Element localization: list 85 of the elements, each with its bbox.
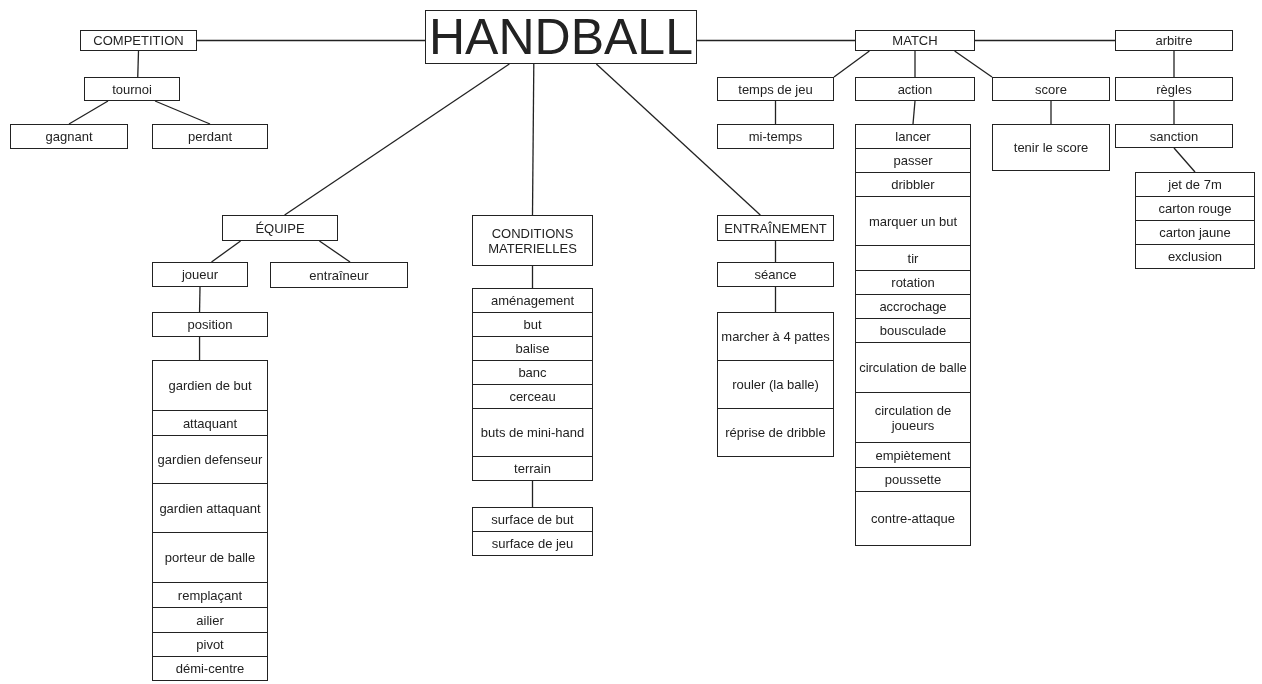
- title-box: HANDBALL: [425, 10, 697, 64]
- concept-box: bousculade: [855, 318, 971, 343]
- concept-box: balise: [472, 336, 593, 361]
- concept-box: temps de jeu: [717, 77, 834, 101]
- concept-box: empiètement: [855, 442, 971, 468]
- concept-box: joueur: [152, 262, 248, 287]
- concept-box: ailier: [152, 607, 268, 633]
- concept-box: carton jaune: [1135, 220, 1255, 245]
- connector-line: [595, 63, 761, 216]
- concept-box: CONDITIONS MATERIELLES: [472, 215, 593, 266]
- connector-line: [774, 100, 777, 125]
- concept-box: réprise de dribble: [717, 408, 834, 457]
- concept-box: pivot: [152, 632, 268, 657]
- concept-box: rouler (la balle): [717, 360, 834, 409]
- connector-line: [914, 50, 916, 78]
- concept-box: position: [152, 312, 268, 337]
- connector-line: [1173, 100, 1175, 125]
- connector-line: [833, 50, 871, 78]
- concept-box: mi-temps: [717, 124, 834, 149]
- concept-box: contre-attaque: [855, 491, 971, 546]
- concept-box: lancer: [855, 124, 971, 149]
- concept-box: porteur de balle: [152, 532, 268, 583]
- connector-line: [198, 286, 201, 313]
- connector-line: [196, 39, 426, 42]
- concept-box: cerceau: [472, 384, 593, 409]
- connector-line: [198, 336, 201, 361]
- concept-box: terrain: [472, 456, 593, 481]
- concept-box: séance: [717, 262, 834, 287]
- concept-box: tenir le score: [992, 124, 1110, 171]
- concept-box: gardien de but: [152, 360, 268, 411]
- concept-box: remplaçant: [152, 582, 268, 608]
- connector-line: [68, 100, 109, 125]
- connector-line: [696, 39, 856, 42]
- concept-box: marcher à 4 pattes: [717, 312, 834, 361]
- concept-box: marquer un but: [855, 196, 971, 246]
- concept-box: gardien defenseur: [152, 435, 268, 484]
- concept-box: buts de mini-hand: [472, 408, 593, 457]
- concept-box: score: [992, 77, 1110, 101]
- concept-box: arbitre: [1115, 30, 1233, 51]
- connector-line: [1173, 50, 1175, 78]
- concept-box: règles: [1115, 77, 1233, 101]
- connector-line: [974, 39, 1116, 42]
- concept-box: banc: [472, 360, 593, 385]
- concept-box: accrochage: [855, 294, 971, 319]
- concept-box: but: [472, 312, 593, 337]
- concept-box: surface de jeu: [472, 531, 593, 556]
- connector-line: [1173, 147, 1196, 173]
- concept-box: dribbler: [855, 172, 971, 197]
- concept-box: carton rouge: [1135, 196, 1255, 221]
- connector-line: [154, 100, 211, 125]
- concept-box: poussette: [855, 467, 971, 492]
- concept-box: entraîneur: [270, 262, 408, 288]
- connector-line: [318, 240, 351, 263]
- concept-box: attaquant: [152, 410, 268, 436]
- connector-line: [912, 100, 916, 125]
- concept-box: exclusion: [1135, 244, 1255, 269]
- concept-box: perdant: [152, 124, 268, 149]
- concept-box: action: [855, 77, 975, 101]
- concept-box: gagnant: [10, 124, 128, 149]
- concept-box: circulation de balle: [855, 342, 971, 393]
- connector-line: [531, 265, 534, 289]
- concept-box: démi-centre: [152, 656, 268, 681]
- concept-box: ENTRAÎNEMENT: [717, 215, 834, 241]
- concept-box: sanction: [1115, 124, 1233, 148]
- concept-box: MATCH: [855, 30, 975, 51]
- concept-box: gardien attaquant: [152, 483, 268, 533]
- connector-line: [774, 240, 777, 263]
- concept-box: tournoi: [84, 77, 180, 101]
- concept-box: tir: [855, 245, 971, 271]
- connector-line: [210, 240, 242, 263]
- connector-line: [531, 480, 534, 508]
- concept-box: passer: [855, 148, 971, 173]
- connector-line: [774, 286, 777, 313]
- concept-box: circulation de joueurs: [855, 392, 971, 443]
- connector-line: [953, 50, 993, 78]
- concept-box: rotation: [855, 270, 971, 295]
- connector-line: [1050, 100, 1052, 125]
- concept-box: ÉQUIPE: [222, 215, 338, 241]
- connector-line: [284, 63, 510, 216]
- concept-box: jet de 7m: [1135, 172, 1255, 197]
- concept-box: COMPETITION: [80, 30, 197, 51]
- connector-line: [531, 63, 535, 216]
- concept-box: aménagement: [472, 288, 593, 313]
- connector-line: [137, 50, 140, 78]
- concept-box: surface de but: [472, 507, 593, 532]
